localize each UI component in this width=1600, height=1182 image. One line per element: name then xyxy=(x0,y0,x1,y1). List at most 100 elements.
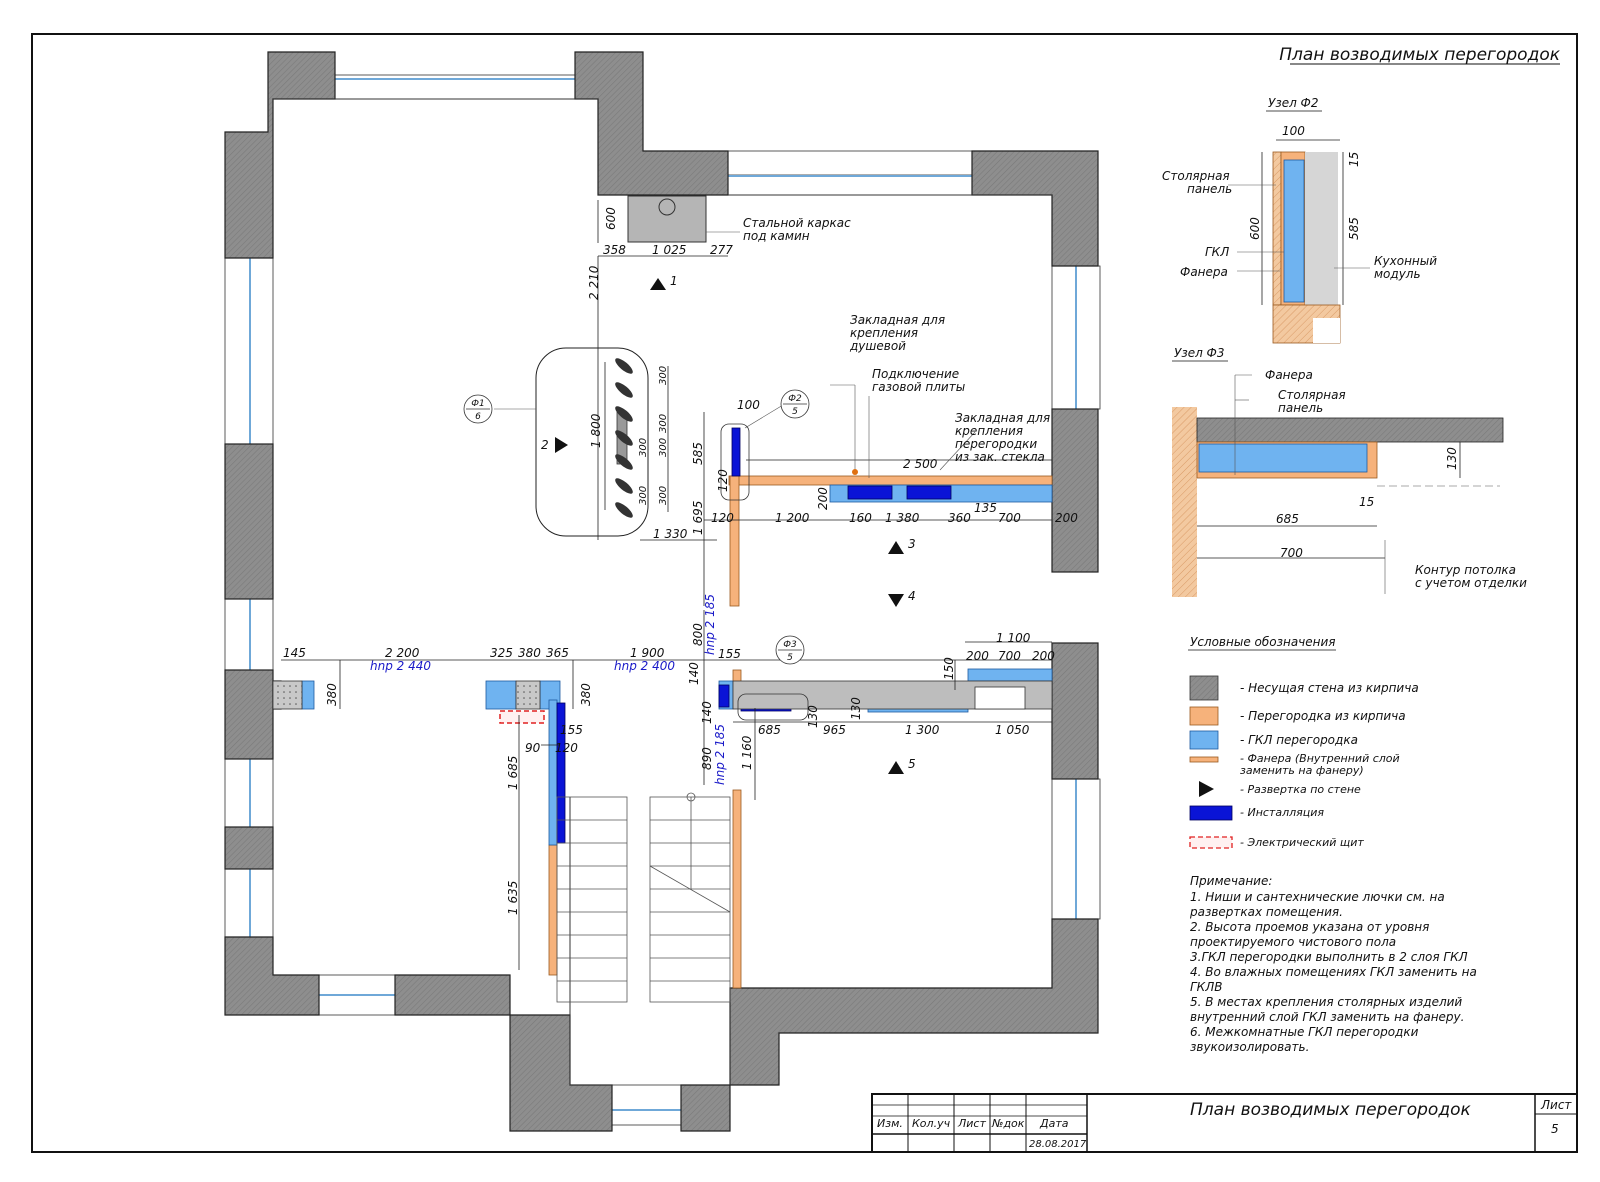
notes-line-11: звукоизолировать. xyxy=(1190,1040,1309,1054)
fireplace-flue xyxy=(658,198,676,216)
note-glass-4: из зак. стекла xyxy=(955,450,1045,464)
note-shower-1: Закладная для xyxy=(850,313,945,327)
dim-140-a: 140 xyxy=(687,662,701,685)
notes-line-8: 5. В местах крепления столярных изделий xyxy=(1190,995,1462,1009)
dim-380-c: 380 xyxy=(579,683,593,706)
note-glass-3: перегородки xyxy=(955,437,1037,451)
view-5-arrow xyxy=(888,761,904,774)
dim-277: 277 xyxy=(710,243,733,257)
legend-title: Условные обозначения xyxy=(1190,635,1336,649)
dim-150: 150 xyxy=(942,657,956,680)
node-f2-dim-15: 15 xyxy=(1347,152,1361,167)
dim-1300: 1 300 xyxy=(905,723,940,737)
dim-130-a: 130 xyxy=(806,705,820,728)
legend-item-panel: - Электрический щит xyxy=(1240,836,1364,849)
dim-365: 365 xyxy=(546,646,569,660)
node-f2-plywood: Фанера xyxy=(1180,265,1228,279)
view-3-label: 3 xyxy=(908,537,916,551)
stamp-sheet-label: Лист xyxy=(1540,1098,1572,1112)
legend-swatch-brick xyxy=(1189,706,1219,726)
view-2-arrow xyxy=(555,437,568,453)
interior-outline xyxy=(273,98,1052,1086)
dimension-texts: 600 358 1 025 277 2 210 1 800 1 330 300 … xyxy=(283,207,1078,915)
legend-item-arrow: - Развертка по стене xyxy=(1240,783,1361,796)
callout-f3-top: Ф3 xyxy=(783,640,797,650)
notes-line-2: развертках помещения. xyxy=(1189,905,1343,919)
dim-1800: 1 800 xyxy=(589,413,603,448)
opening-height-1: hnp 2 440 xyxy=(370,659,431,673)
node-f3-panel-2: панель xyxy=(1278,401,1323,415)
dim-700-a: 700 xyxy=(998,511,1021,525)
dim-140-b: 140 xyxy=(700,701,714,724)
dim-90: 90 xyxy=(525,741,541,755)
node-f3-contour-1: Контур потолка xyxy=(1415,563,1516,577)
dim-300-5: 300 xyxy=(638,438,649,457)
legend-item-plywood-2: заменить на фанеру) xyxy=(1240,764,1364,777)
dim-1900: 1 900 xyxy=(630,646,665,660)
legend-item-wall: - Несущая стена из кирпича xyxy=(1240,681,1419,695)
callout-f3-frame xyxy=(737,693,809,721)
dim-120-a: 120 xyxy=(716,469,730,492)
node-f2-module-1: Кухонный xyxy=(1374,254,1437,268)
node-f3-title: Узел Ф3 xyxy=(1174,346,1225,360)
node-f2-gkl: ГКЛ xyxy=(1205,245,1229,259)
fireplace-frame xyxy=(627,195,707,243)
dim-200-c: 200 xyxy=(966,649,989,663)
dim-360: 360 xyxy=(948,511,971,525)
dim-2200: 2 200 xyxy=(385,646,420,660)
view-4-label: 4 xyxy=(908,589,916,603)
stamp-sheet-number: 5 xyxy=(1551,1122,1559,1136)
sheet-title: План возводимых перегородок xyxy=(1279,45,1560,65)
note-fireplace-2: под камин xyxy=(743,229,810,243)
legend-item-install: - Инсталляция xyxy=(1240,806,1324,819)
view-2-label: 2 xyxy=(541,438,549,452)
callout-f2-bottom: 5 xyxy=(792,407,798,417)
dim-130-b: 130 xyxy=(849,697,863,720)
callout-f2-frame xyxy=(720,423,750,501)
dim-120-b: 120 xyxy=(711,511,734,525)
stamp-col-list: Лист xyxy=(957,1117,986,1130)
dim-160: 160 xyxy=(849,511,872,525)
node-f3-contour-2: с учетом отделки xyxy=(1415,576,1527,590)
dim-2210: 2 210 xyxy=(587,265,601,300)
opening-height-3: hnp 2 185 xyxy=(703,594,717,655)
dim-800: 800 xyxy=(691,623,705,646)
dimension-lines xyxy=(281,200,1052,970)
dim-965: 965 xyxy=(823,723,846,737)
dim-300-3: 300 xyxy=(658,438,669,457)
windows xyxy=(224,74,1101,1126)
node-f3-panel-1: Столярная xyxy=(1278,388,1346,402)
dim-155-b: 155 xyxy=(560,723,583,737)
node-f2-panel-1: Столярная xyxy=(1162,169,1230,183)
dim-1160: 1 160 xyxy=(740,735,754,770)
notes-line-4: проектируемого чистового пола xyxy=(1190,935,1396,949)
opening-height-4: hnp 2 185 xyxy=(713,724,727,785)
view-1-label: 1 xyxy=(670,274,678,288)
node-f2-dim-585: 585 xyxy=(1347,217,1361,240)
callout-f1-bottom: 6 xyxy=(475,412,481,422)
dim-200-b: 200 xyxy=(1055,511,1078,525)
note-shower-2: крепления xyxy=(850,326,918,340)
dim-1100: 1 100 xyxy=(996,631,1031,645)
dim-300-6: 300 xyxy=(638,486,649,505)
legend-item-brick: - Перегородка из кирпича xyxy=(1240,709,1406,723)
node-f3-plywood: Фанера xyxy=(1265,368,1313,382)
opening-height-2: hnp 2 400 xyxy=(614,659,675,673)
legend-swatch-gkl xyxy=(1189,730,1219,750)
view-4-arrow xyxy=(888,594,904,607)
stamp-col-koluch: Кол.уч xyxy=(912,1117,951,1130)
dim-1380: 1 380 xyxy=(885,511,920,525)
notes-line-3: 2. Высота проемов указана от уровня xyxy=(1190,920,1429,934)
floor-plan: Ф1 6 Ф2 5 Ф3 5 xyxy=(224,51,1101,1132)
view-markers xyxy=(555,278,904,774)
stamp-title: План возводимых перегородок xyxy=(1190,1100,1471,1120)
notes-title: Примечание: xyxy=(1190,874,1272,888)
stamp-col-izm: Изм. xyxy=(877,1117,903,1130)
dim-700-b: 700 xyxy=(998,649,1021,663)
callout-f3-bottom: 5 xyxy=(787,653,793,663)
view-5-label: 5 xyxy=(908,757,916,771)
dim-200-d: 200 xyxy=(1032,649,1055,663)
node-f2-dim-100: 100 xyxy=(1282,124,1305,138)
node-f3-dim-685: 685 xyxy=(1276,512,1299,526)
dim-1025: 1 025 xyxy=(652,243,686,257)
